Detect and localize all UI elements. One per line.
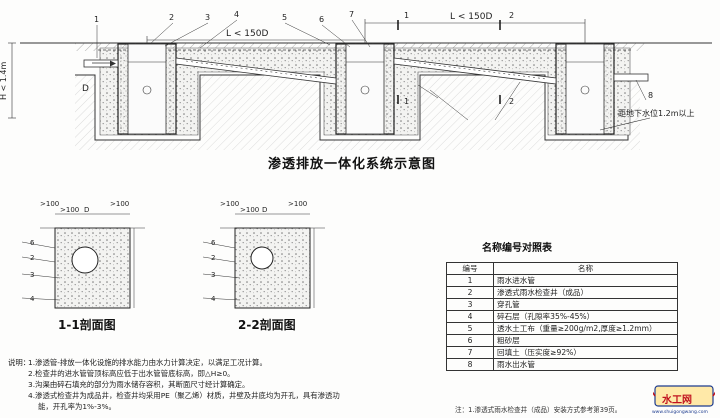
dimension-lines	[8, 19, 586, 119]
table-header-row: 编号 名称	[446, 262, 678, 275]
row-name: 渗透式雨水检查井（成品）	[493, 286, 678, 299]
row-number: 7	[446, 346, 494, 359]
notes-block: 说明： 1.渗透管-排放一体化设施的排水能力由水力计算决定，以满足工况计算。 2…	[8, 357, 340, 412]
diagram-title: 渗透排放一体化系统示意图	[268, 157, 437, 172]
callout-6: 6	[319, 15, 324, 24]
callout-7: 7	[349, 10, 354, 19]
row-name: 穿孔管	[493, 298, 678, 311]
row-number: 3	[446, 298, 494, 311]
table-footnote: 注：1.渗透式雨水检查井（成品）安装方式参考第39页。	[455, 406, 622, 414]
inlet-pipe	[83, 59, 119, 68]
perforated-pipe-right	[393, 57, 557, 85]
row-name: 碎石层（孔隙率35%-45%）	[493, 310, 678, 323]
row-number: 4	[446, 310, 494, 323]
callout-2: 2	[169, 13, 174, 22]
row-name: 回填土（压实度≥92%）	[493, 346, 678, 359]
sec1-dim-3: D	[84, 206, 89, 214]
inlet-pipe-label: D	[82, 84, 89, 94]
note-item: 3.沟渠由碎石填充的部分为雨水储存容积，其断面尺寸经计算确定。	[28, 380, 250, 389]
section-mark-2-bottom: 2	[509, 97, 514, 106]
callout-5: 5	[282, 13, 287, 22]
row-number: 1	[446, 274, 494, 287]
leader-lines	[96, 19, 647, 121]
note-item: 2.检查井的进水管管顶标高应低于出水管管底标高，即△H≥0。	[28, 369, 235, 378]
callout-1: 1	[94, 15, 99, 24]
sec1-callout-3: 3	[30, 271, 34, 279]
row-name: 雨水出水管	[493, 358, 678, 371]
length-label-left: L < 150D	[226, 29, 268, 39]
note-item: 1.渗透管-排放一体化设施的排水能力由水力计算决定，以满足工况计算。	[28, 358, 267, 367]
groundwater-label: 距地下水位1.2m以上	[618, 108, 695, 118]
header-number: 编号	[446, 262, 494, 275]
depth-label: H < 1.4m	[0, 61, 8, 100]
row-number: 8	[446, 358, 494, 371]
logo-url: www.shuigongwang.com	[652, 410, 708, 415]
sec2-callout-2: 2	[211, 254, 215, 262]
sec2-dim-1: >100	[220, 200, 239, 208]
section-1-1	[21, 213, 145, 309]
sec2-dim-2: >100	[240, 206, 259, 214]
section-mark-2-top: 2	[509, 11, 514, 20]
table-title: 名称编号对照表	[482, 243, 552, 254]
logo-text: 水工网	[662, 395, 692, 406]
logo-graphic	[653, 385, 715, 407]
row-number: 2	[446, 286, 494, 299]
row-name: 粗砂层	[493, 334, 678, 347]
section-2-2	[202, 213, 325, 309]
sec2-callout-6: 6	[211, 239, 216, 247]
sec2-callout-4: 4	[211, 295, 216, 303]
sec1-dim-1: >100	[40, 200, 59, 208]
groundwater-line	[599, 117, 651, 131]
notes-heading: 说明：	[8, 358, 31, 367]
well-right	[555, 43, 615, 135]
row-name: 雨水进水管	[493, 274, 678, 287]
well-middle	[335, 43, 395, 135]
callout-8: 8	[648, 91, 653, 100]
sec2-dim-4: >100	[288, 200, 307, 208]
section-mark-1-top: 1	[404, 11, 409, 20]
section-2-title: 2-2剖面图	[238, 318, 296, 332]
callout-4: 4	[234, 10, 239, 19]
sec1-dim-2: >100	[60, 206, 79, 214]
section-mark-1-bottom: 1	[404, 97, 409, 106]
note-item: 能，开孔率为1%-3%。	[38, 402, 116, 411]
perforated-pipe-left	[175, 57, 337, 85]
sec1-callout-4: 4	[30, 295, 35, 303]
section-markers	[397, 20, 501, 104]
sec2-dim-3: D	[262, 206, 267, 214]
sec1-callout-2: 2	[30, 254, 34, 262]
outlet-pipe	[613, 73, 649, 82]
trench-soil	[75, 75, 640, 150]
note-item: 4.渗透式检查井为成品井，检查井均采用PE（聚乙烯）材质，井壁及井底均为开孔，具…	[28, 391, 340, 400]
row-number: 6	[446, 334, 494, 347]
row-number: 5	[446, 322, 494, 335]
section-1-title: 1-1剖面图	[58, 318, 116, 332]
callout-3: 3	[205, 13, 210, 22]
sec2-callout-3: 3	[211, 271, 215, 279]
sec1-callout-6: 6	[30, 239, 35, 247]
length-label-right: L < 150D	[450, 12, 492, 22]
sec1-dim-4: >100	[110, 200, 129, 208]
row-name: 透水土工布（重量≥200g/m2,厚度≥1.2mm）	[493, 322, 678, 335]
header-name: 名称	[493, 262, 678, 275]
well-left	[117, 43, 177, 135]
